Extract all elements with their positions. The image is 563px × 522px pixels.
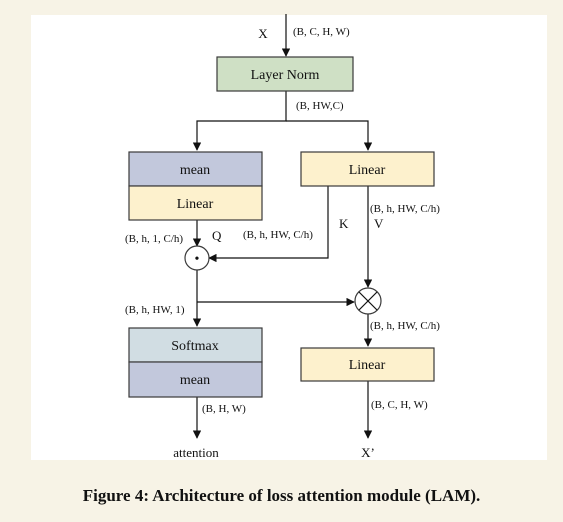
k-label: K <box>339 216 349 231</box>
mean-top-box <box>128 151 263 187</box>
x-out-dims-label: (B, C, H, W) <box>371 399 428 411</box>
softmax-box <box>128 327 263 363</box>
k-arrow <box>208 186 329 263</box>
q-label: Q <box>212 228 222 243</box>
mean-bottom-box <box>128 361 263 398</box>
mean-bottom-label: mean <box>180 373 210 388</box>
x-prime-output-label: X’ <box>361 445 375 460</box>
attn-dims-label: (B, h, HW, 1) <box>125 304 185 316</box>
figure-caption: Figure 4: Architecture of loss attention… <box>82 486 481 505</box>
softmax-label: Softmax <box>171 339 218 354</box>
ln-to-linear-right <box>286 120 373 151</box>
input-dims-label: (B, C, H, W) <box>293 26 350 38</box>
attention-output-label: attention <box>173 445 219 460</box>
linear-out-label: Linear <box>349 358 386 373</box>
layer-norm-label: Layer Norm <box>251 68 320 83</box>
connectors <box>192 14 373 439</box>
mult-dims-label: (B, h, HW, C/h) <box>370 320 440 332</box>
layer-norm-box <box>216 56 354 92</box>
attn-out-dims-label: (B, H, W) <box>202 403 246 415</box>
linear-left-label: Linear <box>177 197 214 212</box>
linear-right-box <box>300 151 435 187</box>
multiply-node <box>354 287 382 315</box>
q-dims-label: (B, h, 1, C/h) <box>125 233 183 245</box>
linear-out-box <box>300 347 435 382</box>
input-x-label: X <box>258 26 268 41</box>
linear-right-label: Linear <box>349 163 386 178</box>
v-label: V <box>374 216 384 231</box>
v-dims-label: (B, h, HW, C/h) <box>370 203 440 215</box>
k-dims-label: (B, h, HW, C/h) <box>243 229 313 241</box>
ln-to-branches <box>192 91 287 151</box>
dot-product-node <box>184 245 210 271</box>
mean-top-label: mean <box>180 163 210 178</box>
linear-left-box <box>128 185 263 221</box>
dot-product-symbol: • <box>195 252 200 267</box>
layer-norm-dims-label: (B, HW,C) <box>296 100 344 112</box>
